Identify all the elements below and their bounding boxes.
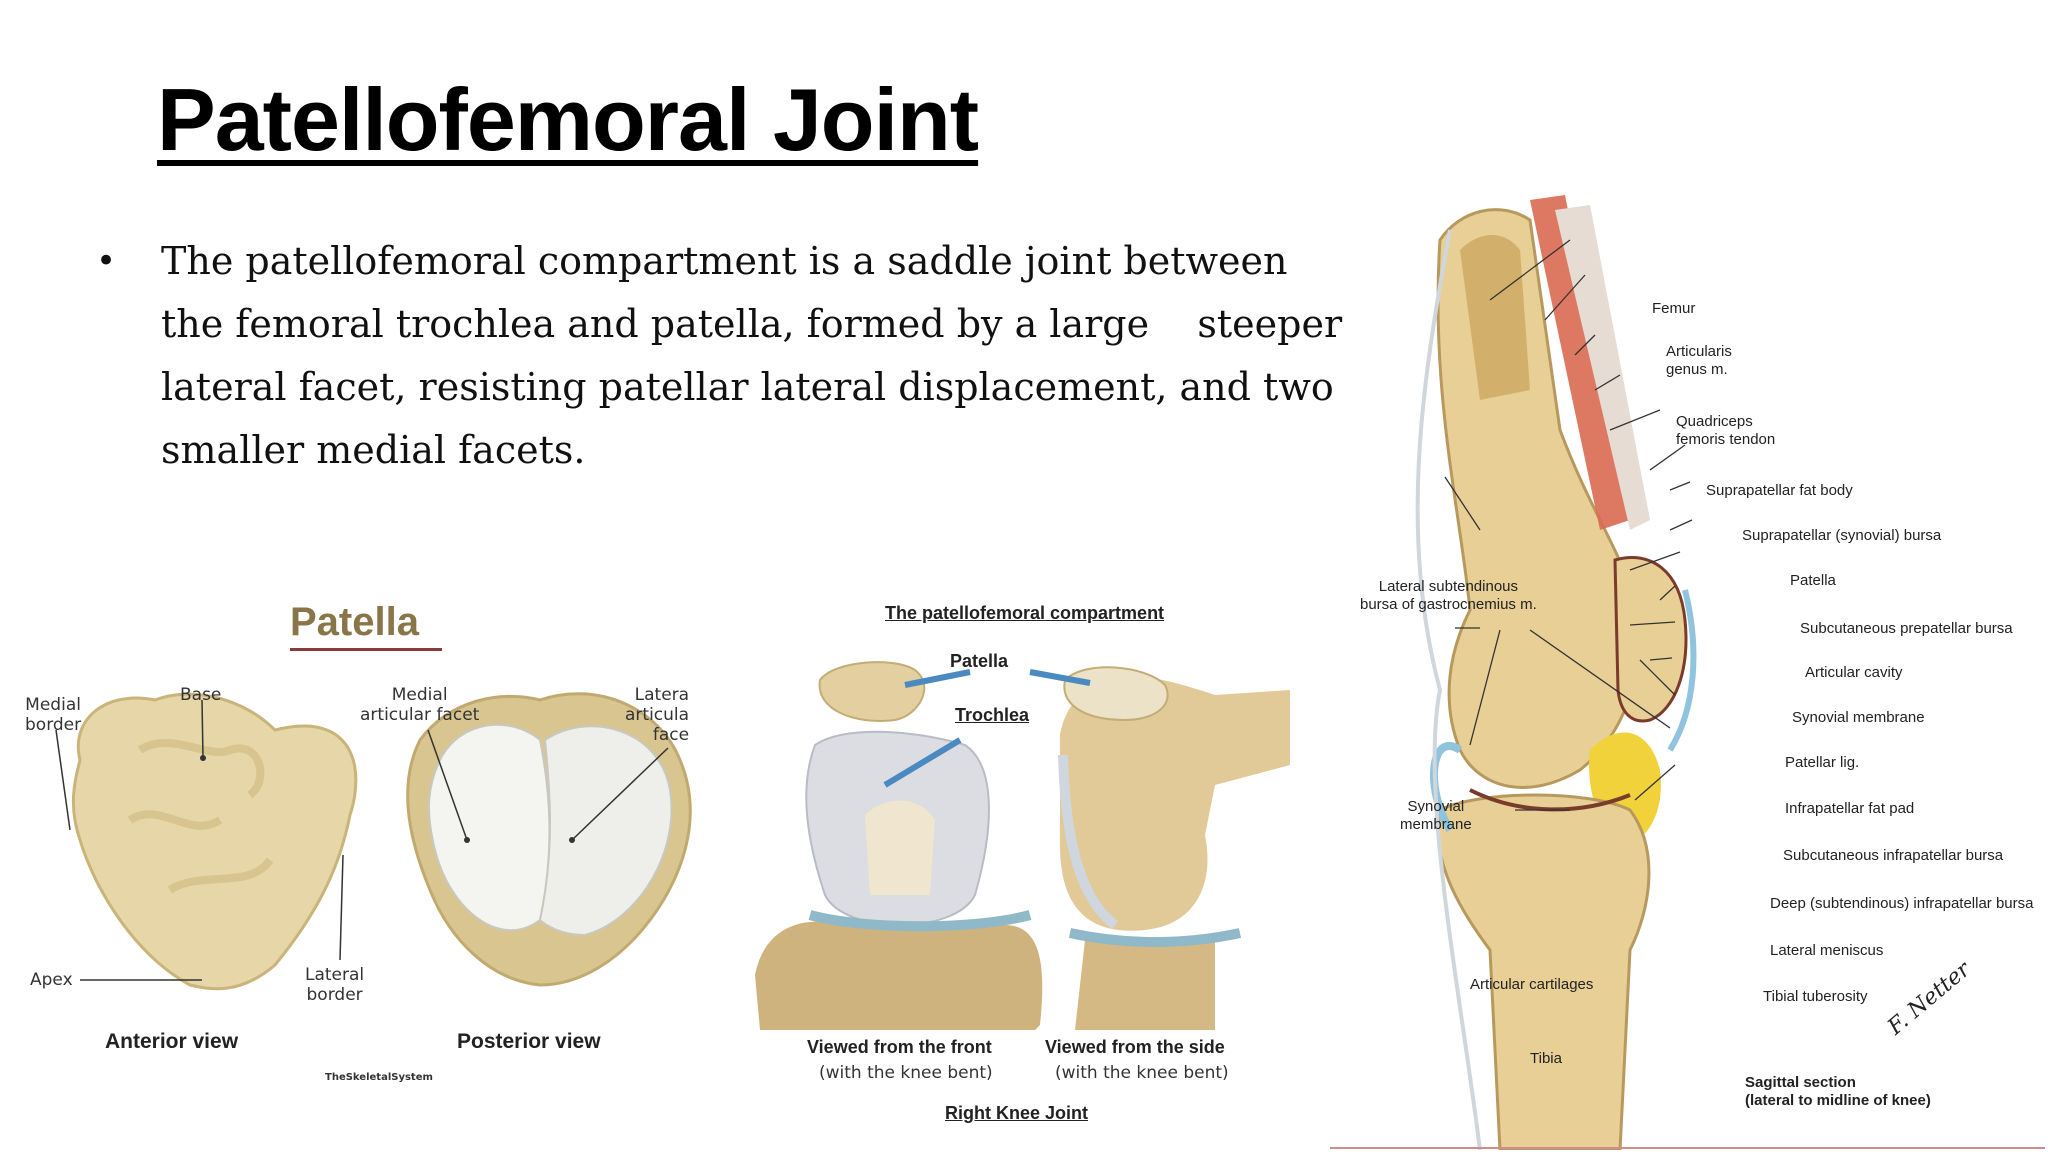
label-prepatellar-bursa: Subcutaneous prepatellar bursa [1800, 620, 2013, 637]
bullet-paragraph: • The patellofemoral compartment is a sa… [96, 230, 1343, 482]
label-infrapatellar-fat-pad: Infrapatellar fat pad [1785, 800, 1915, 817]
label-synovial-membrane-left: Synovial membrane [1400, 798, 1472, 833]
patella-front [818, 661, 926, 722]
label-patella: Patella [950, 651, 1009, 671]
tibia-side [1075, 940, 1215, 1030]
label-medial-border: Medial border [25, 695, 82, 735]
label-tibia: Tibia [1530, 1050, 1562, 1067]
label-apex: Apex [30, 970, 73, 990]
sagittal-caption: Sagittal section (lateral to midline of … [1745, 1074, 1931, 1109]
patella-heading-underline [290, 648, 442, 651]
caption-front: Viewed from the front [807, 1037, 992, 1057]
sagittal-figure: Femur Articularis genus m. Quadriceps fe… [1330, 190, 2045, 1150]
label-quadriceps-tendon: Quadriceps femoris tendon [1676, 413, 1776, 448]
patella-illustration [55, 692, 692, 991]
patella-bone [1613, 556, 1688, 723]
slide-title: Patellofemoral Joint [157, 70, 979, 169]
quadriceps-muscle [1530, 195, 1630, 530]
caption-side: Viewed from the side [1045, 1037, 1225, 1057]
bullet-dot: • [96, 241, 117, 281]
label-suprapatellar-fat: Suprapatellar fat body [1706, 482, 1853, 499]
label-lateral-meniscus: Lateral meniscus [1770, 942, 1884, 959]
caption-front-sub: (with the knee bent) [819, 1063, 993, 1083]
anterior-patella-shape [71, 692, 358, 991]
label-medial-facet: Medial articular facet [360, 685, 480, 725]
label-lateral-border: Lateral border [305, 965, 365, 1005]
label-trochlea: Trochlea [955, 705, 1030, 725]
bullet-line-2: the femoral trochlea and patella, formed… [161, 302, 1343, 346]
label-patella-sagittal: Patella [1790, 572, 1836, 589]
label-lateral-facet: Latera articula face [625, 685, 690, 745]
label-gastrocnemius-bursa: Lateral subtendinous bursa of gastrocnem… [1360, 578, 1537, 613]
caption-posterior-view: Posterior view [457, 1030, 601, 1053]
compartment-figure: The patellofemoral compartment Patella T… [745, 595, 1290, 1140]
tibia-bone [1436, 793, 1651, 1150]
bullet-line-1: The patellofemoral compartment is a sadd… [161, 239, 1288, 283]
sagittal-illustration [1330, 195, 2045, 1150]
label-suprapatellar-bursa: Suprapatellar (synovial) bursa [1742, 527, 1942, 544]
label-articularis-genus: Articularis genus m. [1666, 343, 1732, 378]
footer-right-knee: Right Knee Joint [945, 1103, 1088, 1123]
bullet-line-3: lateral facet, resisting patellar latera… [161, 365, 1334, 409]
patella-figure: Patella Medial border Base Medial articu… [20, 590, 740, 1100]
label-deep-infrapatellar-bursa: Deep (subtendinous) infrapatellar bursa [1770, 895, 2034, 912]
tibia-front [755, 921, 1043, 1030]
patella-heading: Patella [290, 600, 419, 644]
label-articular-cavity: Articular cavity [1805, 664, 1903, 681]
caption-side-sub: (with the knee bent) [1055, 1063, 1229, 1083]
label-patellar-ligament: Patellar lig. [1785, 754, 1860, 771]
credit-logo: TheSkeletalSystem [325, 1072, 433, 1083]
label-tibial-tuberosity: Tibial tuberosity [1763, 988, 1868, 1005]
lateral-facet-shape [538, 725, 673, 937]
caption-anterior-view: Anterior view [105, 1030, 239, 1053]
label-articular-cartilages: Articular cartilages [1470, 976, 1594, 993]
label-femur: Femur [1652, 300, 1696, 317]
label-base: Base [180, 685, 222, 705]
femur-side [1060, 674, 1290, 931]
label-subcutaneous-infrapatellar-bursa: Subcutaneous infrapatellar bursa [1783, 847, 2004, 864]
label-synovial-membrane-right: Synovial membrane [1792, 709, 1925, 726]
knee-illustration [755, 661, 1290, 1030]
compartment-heading: The patellofemoral compartment [885, 603, 1165, 623]
bullet-line-4: smaller medial facets. [161, 428, 586, 472]
